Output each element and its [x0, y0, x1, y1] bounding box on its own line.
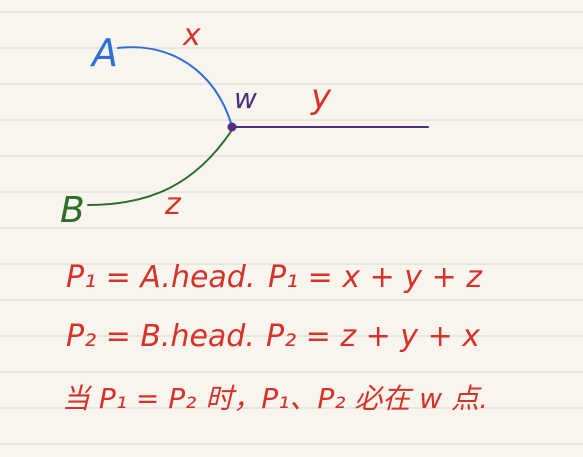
label-a: A: [89, 31, 118, 75]
note-line-3: 当 P₁ = P₂ 时，P₁、P₂ 必在 w 点.: [62, 382, 488, 415]
note-line-2-left: P₂ = B.head.: [66, 319, 255, 354]
label-z: z: [164, 187, 182, 222]
label-w: w: [234, 82, 257, 115]
label-x: x: [182, 18, 201, 53]
note-line-1-right: P₁ = x + y + z: [268, 260, 483, 295]
junction-w-dot: [227, 122, 237, 132]
path-z: [87, 129, 233, 206]
label-y: y: [310, 77, 332, 117]
note-line-1-left: P₁ = A.head.: [66, 260, 255, 295]
label-b: B: [60, 190, 85, 231]
note-line-2-right: P₂ = z + y + x: [266, 319, 480, 354]
path-x: [117, 46, 233, 127]
ruled-lines: [0, 11, 583, 445]
